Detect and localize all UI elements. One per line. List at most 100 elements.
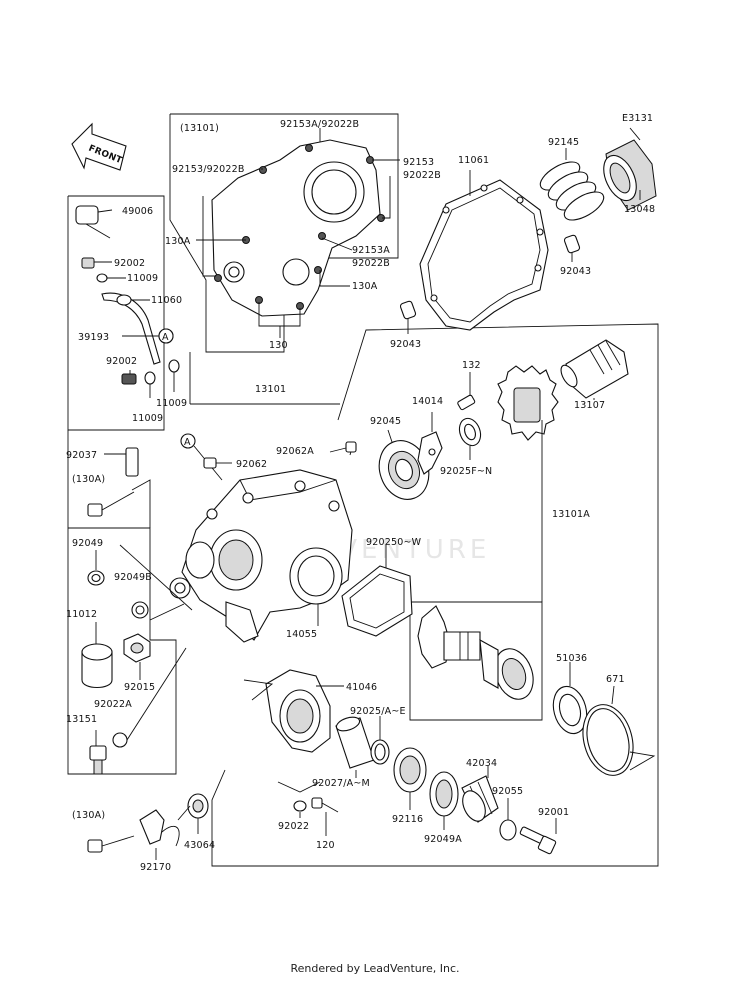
label-92062: 92062 xyxy=(236,459,267,470)
washer-92049B xyxy=(131,601,149,619)
label-39193: 39193 xyxy=(78,332,109,343)
label-49006: 49006 xyxy=(122,206,153,217)
label-92153-92022B-left: 92153/92022B xyxy=(172,164,245,175)
label-11009-a: 11009 xyxy=(132,413,163,424)
label-132: 132 xyxy=(462,360,481,371)
label-11060: 11060 xyxy=(151,295,182,306)
label-14014: 14014 xyxy=(412,396,443,407)
footer-credit: Rendered by LeadVenture, Inc. xyxy=(290,962,460,975)
pinion-gear-assembly xyxy=(417,605,534,700)
label-42034: 42034 xyxy=(466,758,497,769)
cap-11012 xyxy=(81,622,113,689)
shim-92025-A-E xyxy=(370,716,390,765)
dowel-92043-mid xyxy=(399,300,417,334)
grommet-43064 xyxy=(177,793,209,834)
washer-92022 xyxy=(277,781,321,818)
label-11012: 11012 xyxy=(66,609,97,620)
label-92001: 92001 xyxy=(538,807,569,818)
label-92049: 92049 xyxy=(72,538,103,549)
bracket-92037 xyxy=(87,447,151,528)
label-920250-W: 920250~W xyxy=(366,537,422,548)
label-120: 120 xyxy=(316,840,335,851)
label-130A-a: (130A) xyxy=(72,474,105,485)
label-671: 671 xyxy=(606,674,625,685)
circlip-92055 xyxy=(499,798,517,841)
label-11061: 11061 xyxy=(458,155,489,166)
label-92049B: 92049B xyxy=(114,572,152,583)
dowel-92043-right xyxy=(563,234,581,262)
stopper-14014 xyxy=(417,412,443,475)
housing-41046 xyxy=(243,669,344,753)
label-13101A: 13101A xyxy=(552,509,590,520)
gear-case-14055 xyxy=(181,441,357,643)
label-92002-top: 92002 xyxy=(114,258,145,269)
label-43064: 43064 xyxy=(184,840,215,851)
bolt-132 xyxy=(457,372,476,411)
label-92015: 92015 xyxy=(124,682,155,693)
label-92022: 92022 xyxy=(278,821,309,832)
label-13101: 13101 xyxy=(255,384,286,395)
label-41046: 41046 xyxy=(346,682,377,693)
label-92049A: 92049A xyxy=(424,834,462,845)
label-92153A-92022B-top: 92153A/92022B xyxy=(280,119,359,130)
group-frames xyxy=(67,113,659,867)
shaft-13107 xyxy=(560,339,629,400)
bearing-92116 xyxy=(393,747,427,810)
nut-92015 xyxy=(119,544,193,680)
cover-housing-13101 xyxy=(196,128,400,338)
ref-a-mark-mid: A xyxy=(180,433,223,481)
spring-92145 xyxy=(539,148,605,221)
seal-51036 xyxy=(552,662,588,735)
ref-a-top-text: A xyxy=(162,332,169,343)
bearing-92045 xyxy=(378,429,430,500)
label-92145: 92145 xyxy=(548,137,579,148)
bolt-92001 xyxy=(519,818,557,855)
label-11009-top: 11009 xyxy=(127,273,158,284)
bearing-13048 xyxy=(603,127,657,211)
bearing-92049A xyxy=(429,771,459,830)
ref-a-mark-top: A xyxy=(158,328,174,344)
label-13048: 13048 xyxy=(624,204,655,215)
label-130A-right: 130A xyxy=(352,281,378,292)
label-13107: 13107 xyxy=(574,400,605,411)
clamp-92170 xyxy=(87,809,180,860)
label-92025F-N: 92025F~N xyxy=(440,466,492,477)
sleeve-92027 xyxy=(335,716,375,778)
diagram-code: E3131 xyxy=(622,113,653,124)
label-92116: 92116 xyxy=(392,814,423,825)
label-92062A: 92062A xyxy=(276,446,314,457)
gasket-920250-W xyxy=(341,544,413,637)
label-14055: 14055 xyxy=(286,629,317,640)
label-92170: 92170 xyxy=(140,862,171,873)
label-92027-A-M: 92027/A~M xyxy=(312,778,370,789)
label-92045: 92045 xyxy=(370,416,401,427)
label-13101-group: (13101) xyxy=(180,123,219,134)
nut-92049 xyxy=(87,550,105,586)
sensor-13151 xyxy=(89,730,107,775)
bolt-120 xyxy=(311,797,339,836)
label-92043-right: 92043 xyxy=(560,266,591,277)
parts-diagram: LEADVENTURE E3131 FRONT xyxy=(66,113,659,873)
ref-a-mid-text: A xyxy=(184,437,191,448)
label-92022A: 92022A xyxy=(94,699,132,710)
o-ring-671 xyxy=(582,685,656,776)
label-92025-A-E: 92025/A~E xyxy=(350,706,406,717)
front-arrow-icon: FRONT xyxy=(71,122,127,171)
label-92043-mid: 92043 xyxy=(390,339,421,350)
label-130A-b: (130A) xyxy=(72,810,105,821)
label-130A-left: 130A xyxy=(165,236,191,247)
ring-gear xyxy=(497,365,559,441)
label-11009-b: 11009 xyxy=(156,398,187,409)
label-92037: 92037 xyxy=(66,450,97,461)
label-92022B-right: 92022B xyxy=(403,170,441,181)
gasket-11061 xyxy=(419,170,549,331)
coupling-42034 xyxy=(461,766,499,823)
seal-small xyxy=(169,577,191,599)
label-92153-right: 92153 xyxy=(403,157,434,168)
label-13151: 13151 xyxy=(66,714,97,725)
label-130: 130 xyxy=(269,340,288,351)
label-92002-mid: 92002 xyxy=(106,356,137,367)
part-labels: (13101) 92153A/92022B 92153/92022B 92153… xyxy=(66,119,655,873)
shim-92025F-N xyxy=(458,417,482,460)
washer-92022A xyxy=(112,647,187,748)
